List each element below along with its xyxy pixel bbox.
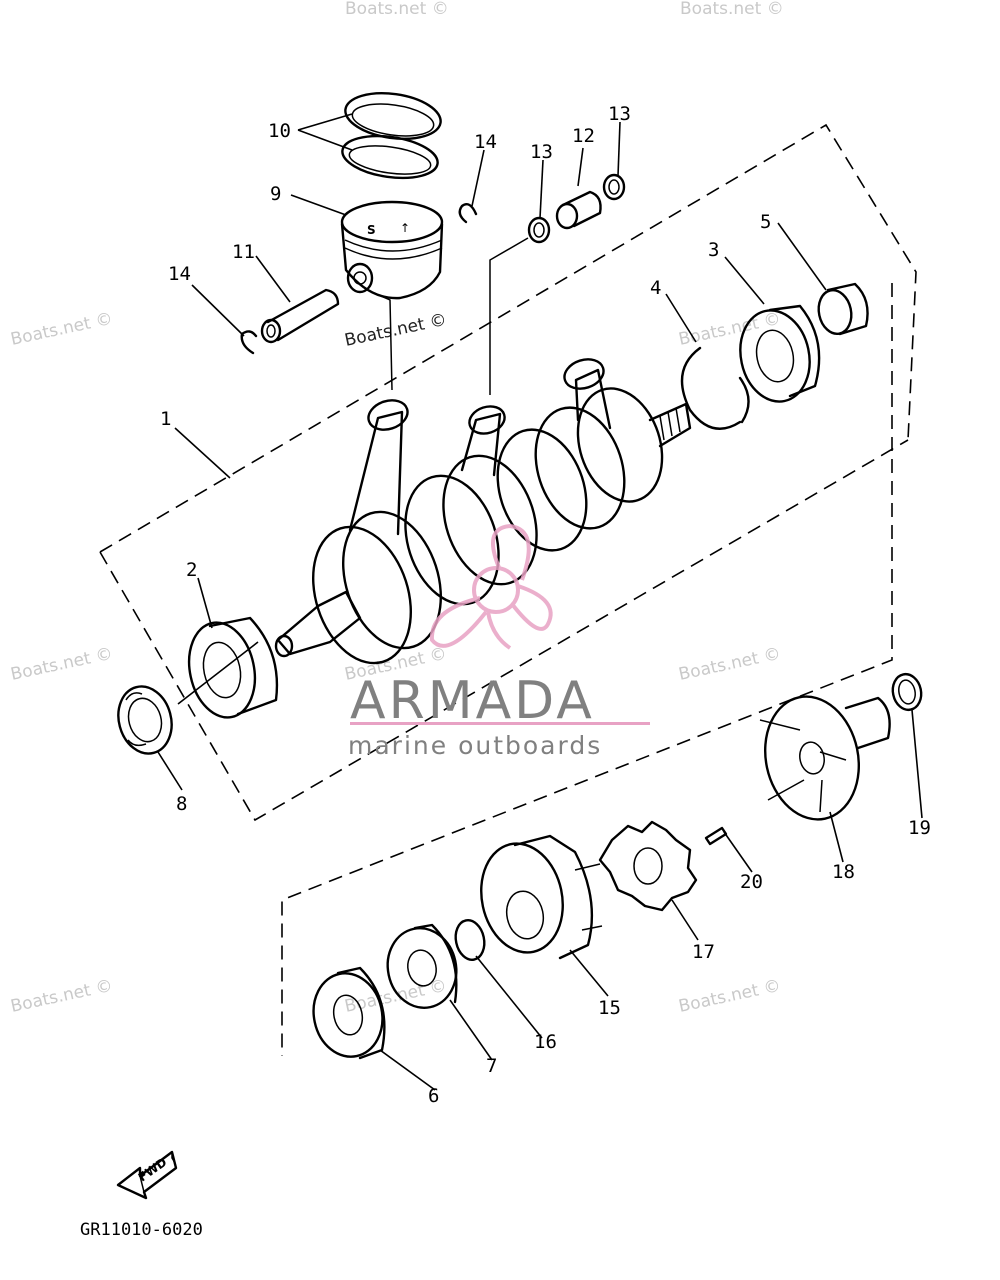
callout-15: 15 — [598, 997, 621, 1019]
crankshaft-assembly-outline — [99, 123, 917, 822]
callout-11: 11 — [232, 241, 255, 263]
callout-9: 9 — [270, 183, 281, 205]
main-bearing — [177, 616, 279, 719]
assembly-outlines — [99, 123, 917, 1056]
piston-rings — [341, 92, 442, 180]
piston-pin — [260, 288, 340, 344]
callout-20: 20 — [740, 871, 763, 893]
piston: S ↑ — [340, 200, 444, 391]
fwd-arrow-icon: FWD — [116, 1150, 178, 1200]
seal-group-outline — [281, 283, 893, 1056]
watermark: Boats.net © — [9, 644, 115, 685]
callout-1: 1 — [160, 408, 171, 430]
callout-14: 14 — [474, 131, 497, 153]
watermark: Boats.net © — [345, 0, 449, 19]
callout-6: 6 — [428, 1085, 439, 1107]
svg-text:S: S — [367, 223, 376, 237]
callout-17: 17 — [692, 941, 715, 963]
watermark: Boats.net © — [677, 976, 783, 1017]
callout-19: 19 — [908, 817, 931, 839]
propeller-logo-icon — [429, 523, 553, 650]
watermark: Boats.net © — [343, 310, 449, 351]
watermark: Boats.net © — [9, 976, 115, 1017]
crankshaft — [274, 358, 692, 665]
callout-14: 14 — [168, 263, 191, 285]
brand-name: ARMADA — [350, 671, 595, 731]
snap-ring — [680, 346, 750, 430]
callout-10: 10 — [268, 120, 291, 142]
oil-seal — [117, 685, 173, 755]
callout-5: 5 — [760, 211, 771, 233]
bushing — [817, 282, 869, 336]
callout-13: 13 — [608, 103, 631, 125]
watermark: Boats.net © — [9, 309, 115, 350]
armada-logo: ARMADA marine outboards — [348, 523, 650, 760]
callout-3: 3 — [708, 239, 719, 261]
callout-8: 8 — [176, 793, 187, 815]
callout-13: 13 — [530, 141, 553, 163]
callouts: 10 9 14 13 12 13 11 14 4 3 5 1 2 8 6 7 1… — [160, 103, 931, 1107]
diagram-code: GR11010-6020 — [80, 1220, 203, 1240]
watermark: Boats.net © — [677, 309, 783, 350]
callout-16: 16 — [534, 1031, 557, 1053]
watermark: Boats.net © — [680, 0, 784, 19]
fwd-label: FWD — [136, 1155, 170, 1184]
watermark: Boats.net © — [677, 644, 783, 685]
callout-4: 4 — [650, 277, 661, 299]
brand-tagline: marine outboards — [348, 731, 602, 760]
callout-2: 2 — [186, 559, 197, 581]
callout-12: 12 — [572, 125, 595, 147]
watermarks: Boats.net © Boats.net © Boats.net © Boat… — [9, 0, 784, 1017]
leader-lines — [157, 113, 923, 1091]
callout-7: 7 — [486, 1055, 497, 1077]
small-end-parts — [489, 173, 626, 395]
callout-18: 18 — [832, 861, 855, 883]
rear-bearing — [739, 304, 821, 403]
brand-underline — [350, 722, 650, 725]
svg-text:↑: ↑ — [400, 221, 410, 235]
seal-housing-group — [312, 672, 923, 1060]
